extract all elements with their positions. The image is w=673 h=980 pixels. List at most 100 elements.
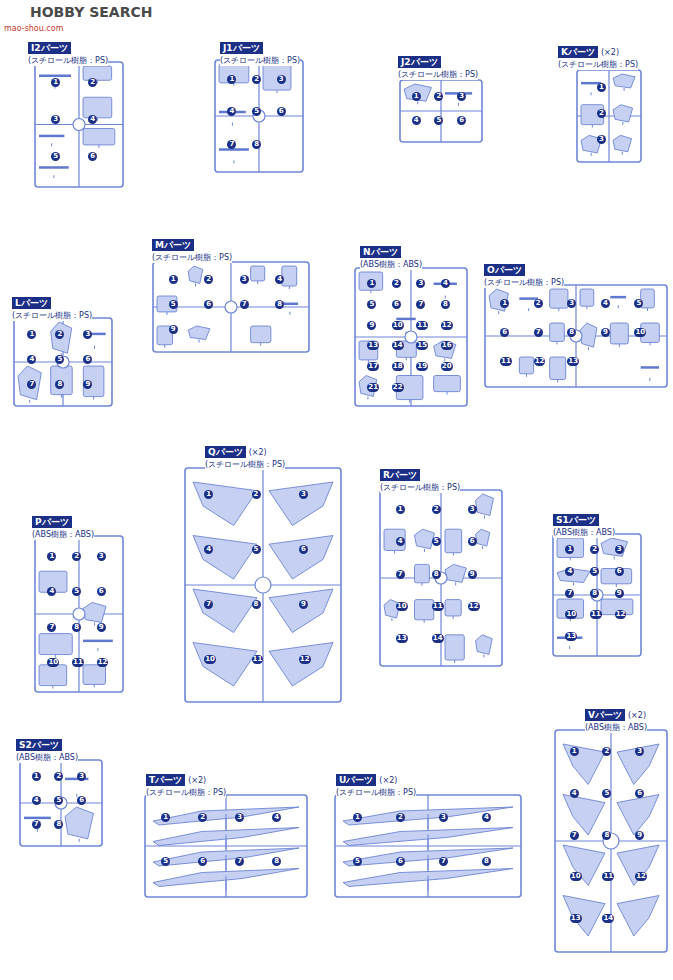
callout-number: 5 bbox=[169, 300, 178, 309]
gate bbox=[406, 357, 407, 360]
callout-number: 1 bbox=[412, 92, 421, 101]
callout-number: 13 bbox=[565, 632, 577, 641]
runner-name: Lパーツ bbox=[12, 297, 51, 309]
callout-number: 2 bbox=[602, 747, 611, 756]
callout-number: 3 bbox=[439, 813, 448, 822]
runner-sprue bbox=[400, 80, 482, 142]
runner-frame bbox=[20, 760, 102, 846]
runner-frame bbox=[185, 468, 341, 702]
callout-number: 3 bbox=[77, 772, 86, 781]
callout-number: 2 bbox=[396, 813, 405, 822]
runner-header: Tパーツ(×2)(スチロール樹脂：PS) bbox=[146, 768, 226, 798]
part bbox=[476, 494, 494, 516]
callout-number: 6 bbox=[77, 796, 86, 805]
runner-name: Kパーツ bbox=[558, 46, 598, 58]
callout-number: 11 bbox=[500, 357, 512, 366]
material-note: (ABS樹脂：ABS) bbox=[553, 527, 615, 538]
runner-header: Nパーツ(ABS樹脂：ABS) bbox=[360, 240, 422, 270]
wing-part bbox=[269, 536, 333, 580]
runner-header: Vパーツ(×2)(ABS樹脂：ABS) bbox=[585, 703, 647, 733]
callout-number: 1 bbox=[565, 545, 574, 554]
watermark: mao-shou.com bbox=[4, 24, 63, 33]
callout-number: 6 bbox=[198, 857, 207, 866]
part bbox=[550, 357, 566, 380]
gate bbox=[569, 646, 570, 649]
gate bbox=[618, 305, 619, 308]
gate bbox=[528, 308, 529, 311]
gate bbox=[391, 618, 392, 621]
part bbox=[601, 538, 627, 556]
gate bbox=[94, 684, 95, 687]
runner-sprue bbox=[35, 536, 123, 692]
callout-number: 5 bbox=[161, 857, 170, 866]
callout-number: 6 bbox=[500, 328, 509, 337]
callout-number: 16 bbox=[441, 341, 453, 350]
gate bbox=[409, 400, 410, 403]
callout-number: 8 bbox=[482, 857, 491, 866]
callout-number: 11 bbox=[416, 321, 428, 330]
callout-number: 4 bbox=[227, 107, 236, 116]
material-note: (スチロール樹脂：PS) bbox=[398, 69, 478, 80]
runner-frame bbox=[35, 536, 123, 692]
runner-sprue bbox=[577, 70, 641, 162]
part bbox=[434, 341, 456, 358]
callout-number: 18 bbox=[392, 362, 404, 371]
part bbox=[445, 529, 462, 553]
quantity-note: (×2) bbox=[188, 775, 206, 787]
callout-number: 8 bbox=[441, 300, 450, 309]
runner-name: Pパーツ bbox=[32, 516, 72, 528]
callout-number: 17 bbox=[367, 362, 379, 371]
callout-number: 5 bbox=[634, 299, 643, 308]
callout-number: 7 bbox=[439, 857, 448, 866]
runner-header: Pパーツ(ABS樹脂：ABS) bbox=[32, 510, 94, 540]
gate bbox=[94, 623, 95, 626]
callout-number: 2 bbox=[597, 109, 606, 118]
part bbox=[18, 366, 41, 400]
callout-number: 14 bbox=[432, 634, 444, 643]
material-note: (スチロール樹脂：PS) bbox=[146, 787, 226, 798]
callout-number: 9 bbox=[367, 321, 376, 330]
callout-number: 5 bbox=[54, 796, 63, 805]
runner-header: S1パーツ(ABS樹脂：ABS) bbox=[553, 508, 615, 538]
callout-number: 7 bbox=[204, 600, 213, 609]
runner-name: Nパーツ bbox=[360, 246, 401, 258]
callout-number: 2 bbox=[434, 92, 443, 101]
part bbox=[282, 303, 298, 306]
quantity-note: (×2) bbox=[628, 710, 646, 722]
gate bbox=[424, 549, 425, 552]
callout-number: 3 bbox=[83, 330, 92, 339]
runner-sprue bbox=[153, 262, 309, 352]
part bbox=[219, 148, 249, 151]
callout-number: 3 bbox=[597, 135, 606, 144]
wing-part bbox=[563, 795, 605, 836]
callout-number: 12 bbox=[299, 655, 311, 664]
gate bbox=[52, 686, 53, 689]
callout-number: 10 bbox=[570, 872, 582, 881]
callout-number: 4 bbox=[47, 587, 56, 596]
runner-bar bbox=[400, 110, 482, 111]
runner-header: S2パーツ(ABS樹脂：ABS) bbox=[16, 733, 78, 763]
callout-number: 9 bbox=[97, 623, 106, 632]
callout-number: 3 bbox=[615, 545, 624, 554]
gate bbox=[98, 145, 99, 148]
callout-number: 5 bbox=[434, 116, 443, 125]
callout-number: 7 bbox=[570, 831, 579, 840]
callout-number: 5 bbox=[72, 587, 81, 596]
gate bbox=[647, 308, 648, 311]
callout-number: 3 bbox=[635, 747, 644, 756]
gate bbox=[616, 584, 617, 587]
callout-number: 7 bbox=[416, 300, 425, 309]
gate bbox=[166, 312, 167, 315]
callout-number: 6 bbox=[97, 587, 106, 596]
runner-frame bbox=[355, 268, 467, 406]
part bbox=[613, 135, 632, 151]
callout-number: 6 bbox=[88, 152, 97, 161]
callout-number: 6 bbox=[83, 355, 92, 364]
callout-number: 3 bbox=[468, 505, 477, 514]
callout-number: 6 bbox=[615, 567, 624, 576]
runner-header: Mパーツ(スチロール樹脂：PS) bbox=[152, 233, 232, 263]
callout-number: 1 bbox=[161, 813, 170, 822]
part bbox=[550, 289, 568, 308]
gate bbox=[526, 374, 527, 377]
